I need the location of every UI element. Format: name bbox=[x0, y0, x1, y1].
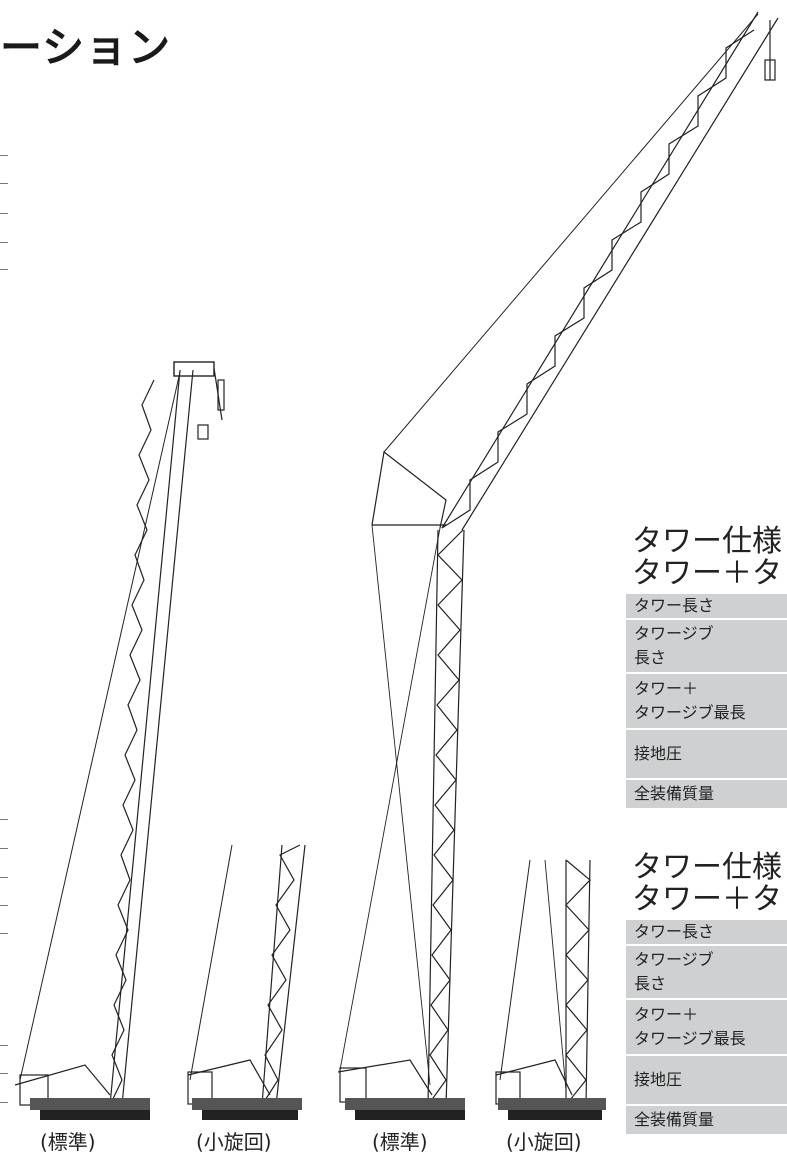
spec-row-tower-jib-length: タワージブ 長さ bbox=[626, 946, 787, 1000]
spec-row-tower-length: タワー長さ bbox=[626, 920, 787, 946]
spec-row-max-length: タワー＋ タワージブ最長 bbox=[626, 1000, 787, 1056]
caption-standard-2: (標準) bbox=[372, 1130, 428, 1154]
page-title: ーション bbox=[0, 23, 172, 72]
spec-table-1: タワー長さ タワージブ 長さ タワー＋ タワージブ最長 接地圧 全装備質量 bbox=[626, 594, 787, 810]
spec-table-2: タワー長さ タワージブ 長さ タワー＋ タワージブ最長 接地圧 全装備質量 bbox=[626, 920, 787, 1136]
spec-row-ground-pressure: 接地圧 bbox=[626, 730, 787, 780]
spec-heading-2-line2: タワー＋タ bbox=[632, 882, 782, 917]
spec-heading-1-line1: タワー仕様 bbox=[632, 524, 782, 559]
spec-row-max-length: タワー＋ タワージブ最長 bbox=[626, 674, 787, 730]
left-scale-ticks bbox=[0, 0, 10, 1151]
spec-heading-2-line1: タワー仕様 bbox=[632, 850, 782, 885]
caption-small-swing-2: (小旋回) bbox=[506, 1130, 582, 1154]
spec-heading-1: タワー仕様 タワー＋タ bbox=[632, 526, 782, 590]
caption-small-swing-1: (小旋回) bbox=[196, 1130, 272, 1154]
spec-row-total-weight: 全装備質量 bbox=[626, 780, 787, 810]
spec-heading-1-line2: タワー＋タ bbox=[632, 556, 782, 591]
spec-row-ground-pressure: 接地圧 bbox=[626, 1056, 787, 1106]
spec-row-tower-jib-length: タワージブ 長さ bbox=[626, 620, 787, 674]
spec-row-tower-length: タワー長さ bbox=[626, 594, 787, 620]
spec-heading-2: タワー仕様 タワー＋タ bbox=[632, 852, 782, 916]
caption-standard-1: (標準) bbox=[40, 1130, 96, 1154]
spec-row-total-weight: 全装備質量 bbox=[626, 1106, 787, 1136]
